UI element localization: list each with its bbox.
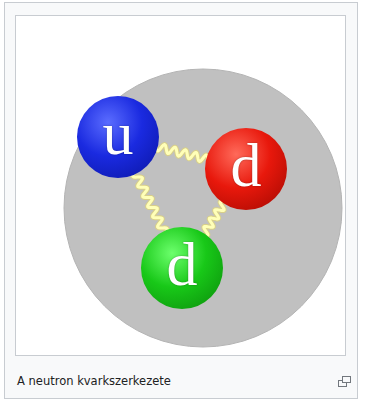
caption-text: A neutron kvarkszerkezete — [17, 374, 171, 388]
quark-sphere: d — [205, 128, 287, 210]
quark-letter: d — [231, 134, 262, 196]
gluon-line — [156, 145, 208, 162]
gluon-core — [133, 172, 167, 233]
gluon-outline — [156, 145, 208, 162]
quark-letter: d — [167, 233, 198, 295]
gluon-outline — [203, 201, 225, 235]
neutron-body — [64, 69, 342, 347]
enlarge-icon — [339, 377, 351, 387]
gluon-line — [203, 201, 225, 235]
quark-sphere: d — [141, 227, 223, 309]
gluon-core — [156, 145, 208, 162]
quark-letter: u — [103, 102, 134, 164]
gluon-core — [203, 201, 225, 235]
gluon-line — [133, 172, 167, 233]
gluon-outline — [133, 172, 167, 233]
quark-sphere: u — [77, 96, 159, 178]
